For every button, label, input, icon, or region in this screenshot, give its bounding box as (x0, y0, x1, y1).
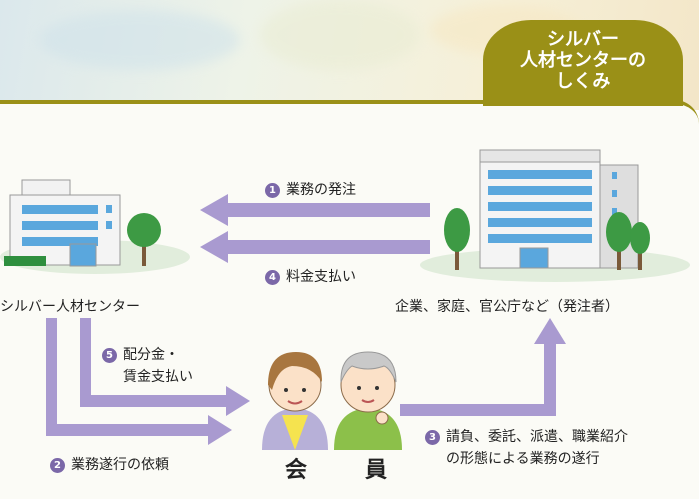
title-line-3: しくみ (555, 71, 611, 92)
arrow-work-head (534, 318, 566, 344)
title-badge: シルバー 人材センターの しくみ (483, 20, 683, 106)
step-payment-text: 料金支払い (286, 269, 356, 285)
arrow-payment-head (200, 231, 228, 263)
brush-decoration (40, 10, 240, 70)
step-payment-label: 4 料金支払い (265, 266, 356, 286)
step-allocation-label: 5 配分金・ 賃金支払い (102, 344, 193, 388)
title-line-2: 人材センターの (520, 50, 646, 71)
step-number-badge: 5 (102, 348, 117, 363)
step-allocation-line1: 配分金・ (123, 347, 179, 363)
arrow-order (222, 203, 430, 217)
client-tree-icon (444, 208, 650, 270)
step-allocation-line2: 賃金支払い (123, 369, 193, 385)
members-label: 会 員 (285, 458, 406, 483)
step-request-text: 業務遂行の依頼 (71, 457, 169, 473)
member-woman-icon (262, 352, 328, 450)
step-work-label: 3 請負、委託、派遣、職業紹介 の形態による業務の遂行 (425, 426, 628, 470)
arrow-request-horizontal (46, 424, 210, 436)
arrow-request-vertical (46, 318, 57, 435)
arrow-allocation-head (226, 386, 250, 416)
arrow-allocation-horizontal (80, 395, 230, 407)
center-tree-icon (127, 213, 161, 266)
brush-decoration (260, 0, 420, 70)
step-work-line1: 請負、委託、派遣、職業紹介 (446, 429, 628, 445)
step-number-badge: 3 (425, 430, 440, 445)
step-number-badge: 1 (265, 183, 280, 198)
step-number-badge: 2 (50, 458, 65, 473)
center-label: シルバー人材センター (0, 299, 140, 315)
flow-arrows (46, 194, 566, 445)
step-order-label: 1 業務の発注 (265, 179, 356, 199)
arrow-order-head (200, 194, 228, 226)
arrow-work-vertical (544, 340, 556, 416)
arrow-payment (222, 240, 430, 254)
title-line-1: シルバー (547, 29, 619, 50)
arrow-allocation-vertical (80, 318, 91, 405)
step-work-line2: の形態による業務の遂行 (446, 451, 600, 467)
member-man-icon (334, 351, 402, 450)
client-building-icon (479, 149, 639, 269)
step-request-label: 2 業務遂行の依頼 (50, 454, 169, 474)
center-building-icon (4, 179, 121, 267)
arrow-work-horizontal (400, 404, 556, 416)
arrow-request-head (208, 415, 232, 445)
client-label: 企業、家庭、官公庁など（発注者） (395, 299, 619, 315)
step-number-badge: 4 (265, 270, 280, 285)
step-order-text: 業務の発注 (286, 182, 356, 198)
